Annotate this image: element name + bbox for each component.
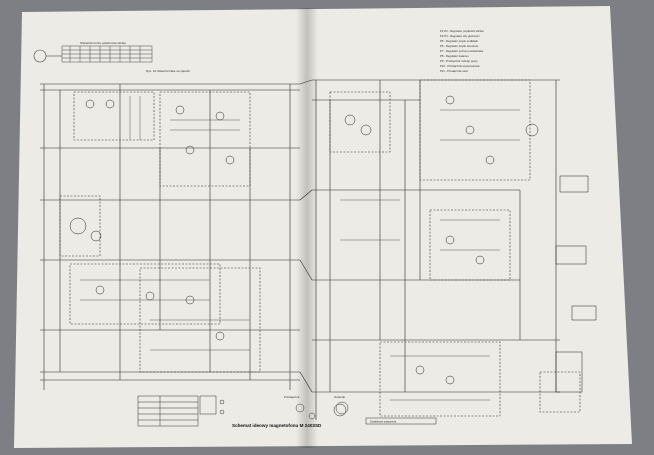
module-boxes xyxy=(59,79,581,417)
center-fold xyxy=(296,8,318,448)
legend-table xyxy=(137,395,225,427)
svg-text:P11 - Przełącznik sieci: P11 - Przełącznik sieci xyxy=(440,69,468,73)
figure-label: Rys. 16 Układ licznika na zębach xyxy=(146,69,190,73)
plug-label: Gniazdo xyxy=(334,395,346,399)
schematic-details xyxy=(80,96,520,401)
counter-table xyxy=(61,45,153,63)
svg-text:P10 - Przełącznik wysterowania: P10 - Przełącznik wysterowania xyxy=(440,64,480,68)
svg-text:P9 - Przełącznik rodzaju pracy: P9 - Przełącznik rodzaju pracy xyxy=(440,59,478,63)
connector-symbols xyxy=(295,401,349,420)
svg-text:P3.P4 - Regulator siły głośnoś: P3.P4 - Regulator siły głośności xyxy=(440,34,480,38)
counter-knob xyxy=(33,49,62,63)
svg-text:P7 - Regulator poziomu wskaźni: P7 - Regulator poziomu wskaźnika xyxy=(440,49,484,53)
figure-caption: Schemat ideowy magnetofonu M 2403SD xyxy=(232,423,322,428)
svg-text:P1.P2 - Regulator prędkości si: P1.P2 - Regulator prędkości silnika xyxy=(440,29,484,33)
svg-text:P5 - Regulator prądu podkładu: P5 - Regulator prądu podkładu xyxy=(440,39,479,43)
svg-text:P8 - Regulator balansu: P8 - Regulator balansu xyxy=(440,54,469,58)
switch-label: Przełącznik xyxy=(284,395,300,399)
paper-sheet xyxy=(14,6,632,448)
table-title: Wskaźnik liczby półobrotów silnika xyxy=(80,41,126,45)
notes-block: P1.P2 - Regulator prędkości silnika P3.P… xyxy=(440,29,484,73)
component-clusters xyxy=(69,95,597,417)
footer-box-label: Dodatkowe połączenia xyxy=(370,420,397,424)
footer-box xyxy=(365,417,437,425)
svg-text:P6 - Regulator prądu ścierania: P6 - Regulator prądu ścierania xyxy=(440,44,478,48)
